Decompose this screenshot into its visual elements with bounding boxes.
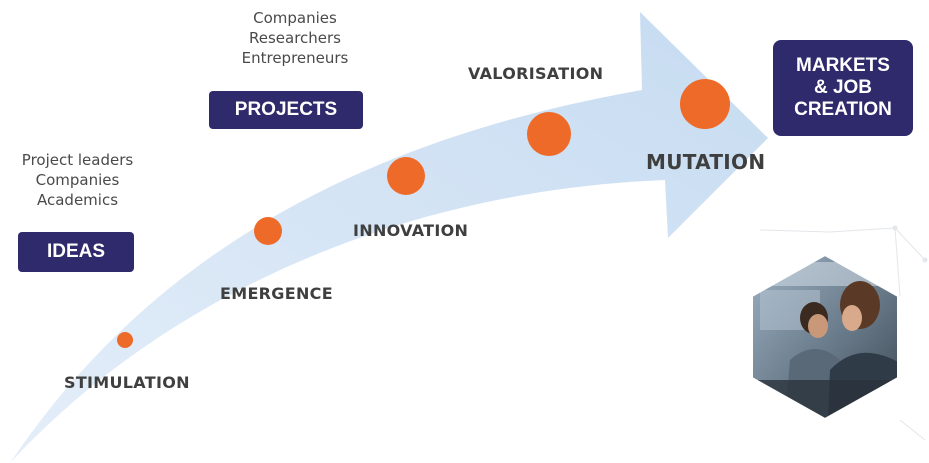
- projects-actor: Entrepreneurs: [241, 49, 349, 67]
- stimulation-dot: [117, 332, 133, 348]
- projects-actors-list: Companies Researchers Entrepreneurs: [220, 8, 370, 68]
- projects-label: PROJECTS: [234, 99, 338, 120]
- valorisation-dot: [527, 112, 571, 156]
- emergence-dot: [254, 217, 282, 245]
- ideas-label: IDEAS: [46, 241, 106, 262]
- network-decoration: [759, 225, 928, 441]
- ideas-box: IDEAS: [18, 232, 134, 272]
- markets-line: MARKETS: [796, 55, 890, 76]
- photo-frame: [751, 253, 899, 421]
- projects-actor: Researchers: [248, 29, 341, 47]
- markets-job-creation-box: MARKETS & JOB CREATION: [773, 40, 913, 136]
- markets-line: & JOB: [813, 77, 873, 98]
- ideas-actors-list: Project leaders Companies Academics: [0, 150, 155, 210]
- stage-innovation: INNOVATION: [353, 221, 469, 240]
- ideas-actor: Companies: [35, 171, 120, 189]
- ideas-actor: Project leaders: [21, 151, 134, 169]
- stage-valorisation: VALORISATION: [468, 64, 604, 83]
- projects-actor: Companies: [253, 9, 337, 27]
- projects-box: PROJECTS: [209, 91, 363, 129]
- markets-line: CREATION: [794, 99, 892, 120]
- growth-arrow: [10, 12, 768, 463]
- people-at-screen-photo-icon: [752, 255, 898, 419]
- stage-mutation: MUTATION: [646, 150, 766, 174]
- stage-stimulation: STIMULATION: [64, 373, 190, 392]
- mutation-dot: [680, 79, 730, 129]
- ideas-actor: Academics: [36, 191, 119, 209]
- stage-emergence: EMERGENCE: [220, 284, 333, 303]
- innovation-dot: [387, 157, 425, 195]
